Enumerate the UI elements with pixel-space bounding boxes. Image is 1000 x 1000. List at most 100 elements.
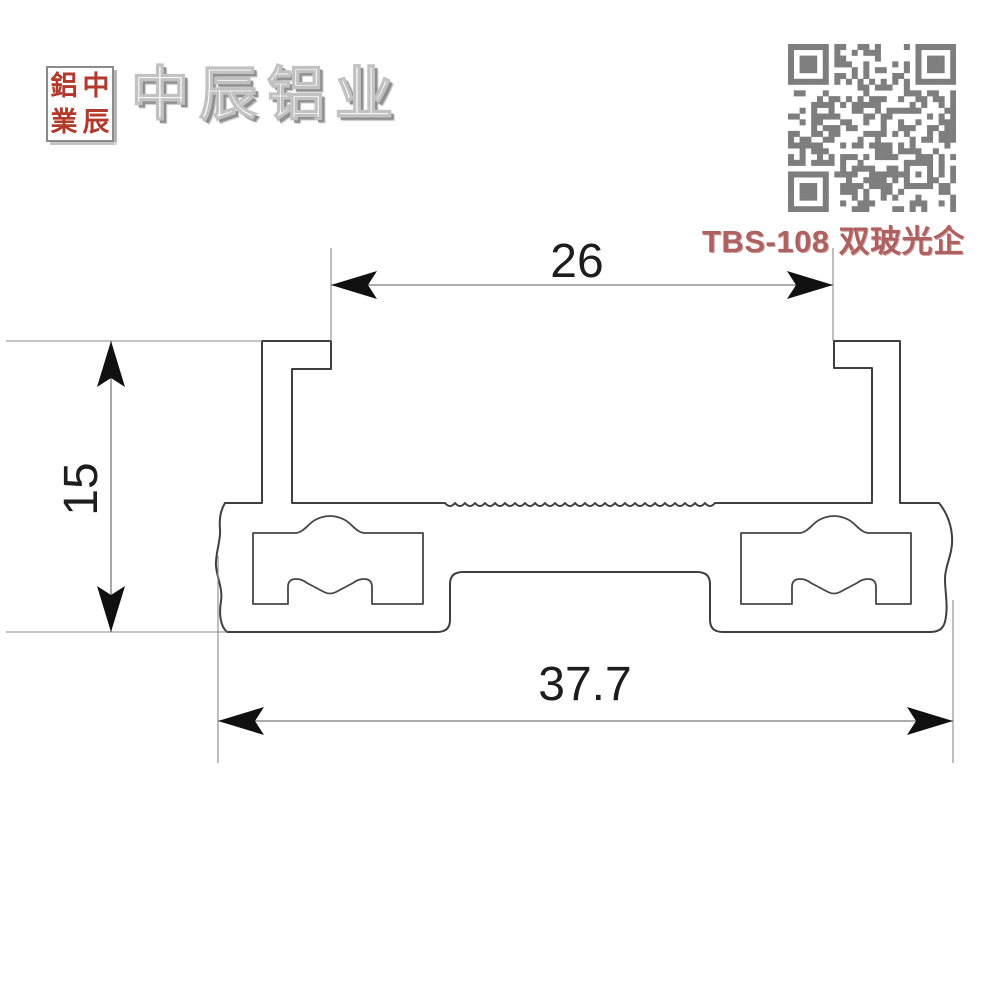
qr-module: [845, 154, 852, 161]
qr-module: [793, 171, 800, 178]
arrowhead-right2-icon: [907, 707, 953, 735]
qr-module: [938, 78, 945, 85]
qr-module: [857, 44, 864, 51]
qr-module: [898, 206, 905, 212]
qr-module: [950, 206, 956, 212]
qr-module: [874, 101, 881, 108]
qr-module: [799, 107, 806, 114]
qr-module: [938, 119, 945, 126]
qr-module: [845, 78, 852, 85]
qr-module: [950, 119, 956, 126]
qr-module: [840, 154, 847, 161]
qr-module: [811, 171, 818, 178]
qr-module: [845, 61, 852, 68]
qr-module: [880, 125, 887, 132]
qr-module: [840, 101, 847, 108]
qr-module: [799, 171, 806, 178]
qr-module: [863, 84, 870, 91]
qr-module: [828, 154, 835, 161]
qr-module: [874, 130, 881, 137]
qr-module: [799, 142, 806, 149]
qr-module: [938, 159, 945, 166]
qr-module: [851, 107, 858, 114]
qr-module: [921, 183, 928, 190]
qr-module: [851, 49, 858, 56]
qr-module: [921, 136, 928, 143]
qr-module: [857, 142, 864, 149]
qr-module: [822, 72, 829, 80]
qr-module: [898, 96, 905, 103]
qr-module: [921, 159, 928, 166]
qr-module: [828, 107, 835, 114]
qr-module: [857, 165, 864, 172]
qr-module: [927, 78, 934, 85]
qr-module: [927, 159, 934, 166]
qr-module: [811, 61, 818, 68]
qr-module: [863, 119, 870, 126]
qr-module: [816, 78, 824, 85]
qr-module: [799, 154, 806, 161]
qr-module: [816, 171, 824, 178]
qr-module: [874, 84, 881, 91]
qr-module: [927, 171, 934, 178]
qr-module: [816, 206, 824, 212]
qr-module: [828, 136, 835, 143]
qr-module: [857, 183, 864, 190]
qr-module: [932, 90, 939, 97]
qr-module: [811, 107, 818, 114]
qr-module: [938, 113, 945, 120]
qr-module: [892, 165, 899, 172]
qr-module: [892, 72, 899, 80]
qr-module: [840, 61, 847, 68]
qr-module: [874, 183, 881, 190]
qr-module: [799, 55, 806, 62]
extension-lines: [6, 248, 954, 763]
qr-module: [822, 125, 829, 132]
qr-module: [898, 125, 905, 132]
qr-module: [822, 194, 829, 201]
qr-module: [805, 61, 812, 68]
qr-module: [788, 183, 795, 190]
qr-module: [903, 177, 910, 184]
qr-module: [903, 130, 910, 137]
qr-module: [874, 136, 881, 143]
qr-module: [863, 101, 870, 108]
qr-module: [944, 78, 951, 85]
qr-module: [851, 101, 858, 108]
qr-module: [851, 194, 858, 201]
qr-module: [950, 96, 956, 103]
qr-module: [840, 142, 847, 149]
qr-module: [903, 61, 910, 68]
company-seal: 鋁 中 業 辰: [46, 66, 114, 142]
qr-module: [880, 67, 887, 74]
qr-module: [840, 165, 847, 172]
qr-module: [788, 72, 795, 80]
qr-module: [811, 188, 818, 195]
qr-module: [921, 44, 928, 51]
qr-module: [944, 142, 951, 149]
qr-module: [857, 107, 864, 114]
qr-module: [909, 142, 916, 149]
qr-module: [816, 142, 824, 149]
qr-module: [921, 96, 928, 103]
qr-module: [788, 171, 795, 178]
qr-module: [950, 177, 956, 184]
qr-module: [874, 96, 881, 103]
qr-module: [828, 130, 835, 137]
qr-module: [788, 130, 795, 137]
qr-module: [834, 171, 841, 178]
qr-module: [938, 154, 945, 161]
qr-module: [816, 159, 824, 166]
qr-module: [909, 136, 916, 143]
qr-module: [863, 44, 870, 51]
qr-module: [822, 148, 829, 155]
qr-module: [909, 148, 916, 155]
qr-module: [840, 200, 847, 207]
qr-module: [932, 55, 939, 62]
seal-char-bottom-left: 業: [50, 106, 78, 137]
qr-module: [799, 90, 806, 97]
qr-module: [788, 159, 795, 166]
qr-module: [822, 49, 829, 56]
qr-module: [950, 165, 956, 172]
